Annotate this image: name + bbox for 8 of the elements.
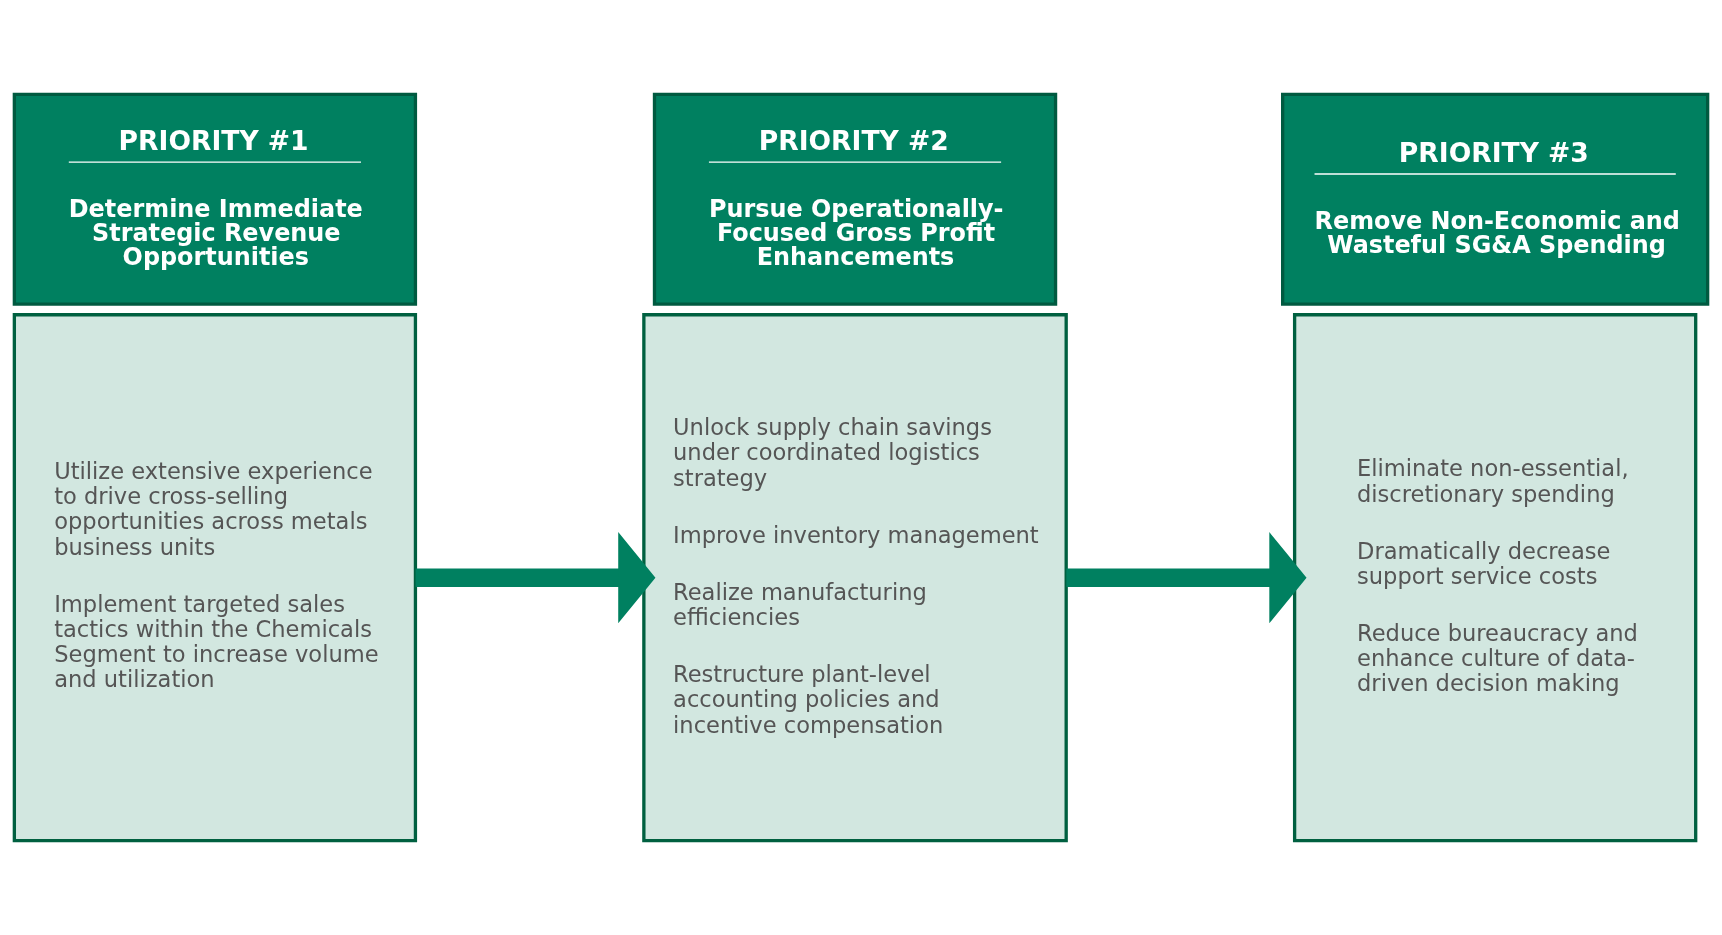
node-box: PRIORITY #3 Remove Non-Economic and Wasteful SG&A Spending (1281, 92, 1710, 306)
node-box: Utilize extensive experience to drive cross-selling opportunities across metals business units Implement targeted sales tactics within the Chemicals Segment to increase volume and utilization (12, 313, 418, 843)
arrow (1066, 532, 1307, 624)
node-box: PRIORITY #1 Determine Immediate Strategic Revenue Opportunities (12, 92, 418, 306)
node-box: Unlock supply chain savings under coordinated logistics strategy Improve inventory management Realize manufacturing efficiencies Restructure plant-level accounting policies and incentive compensation (642, 313, 1068, 843)
node-box: PRIORITY #2 Pursue Operationally-Focused Gross Profit Enhancements (652, 92, 1058, 306)
node-box: Eliminate non-essential, discretionary spending Dramatically decrease support service costs Reduce bureaucracy and enhance culture of data-driven decision making (1292, 313, 1698, 843)
arrow (415, 532, 656, 624)
